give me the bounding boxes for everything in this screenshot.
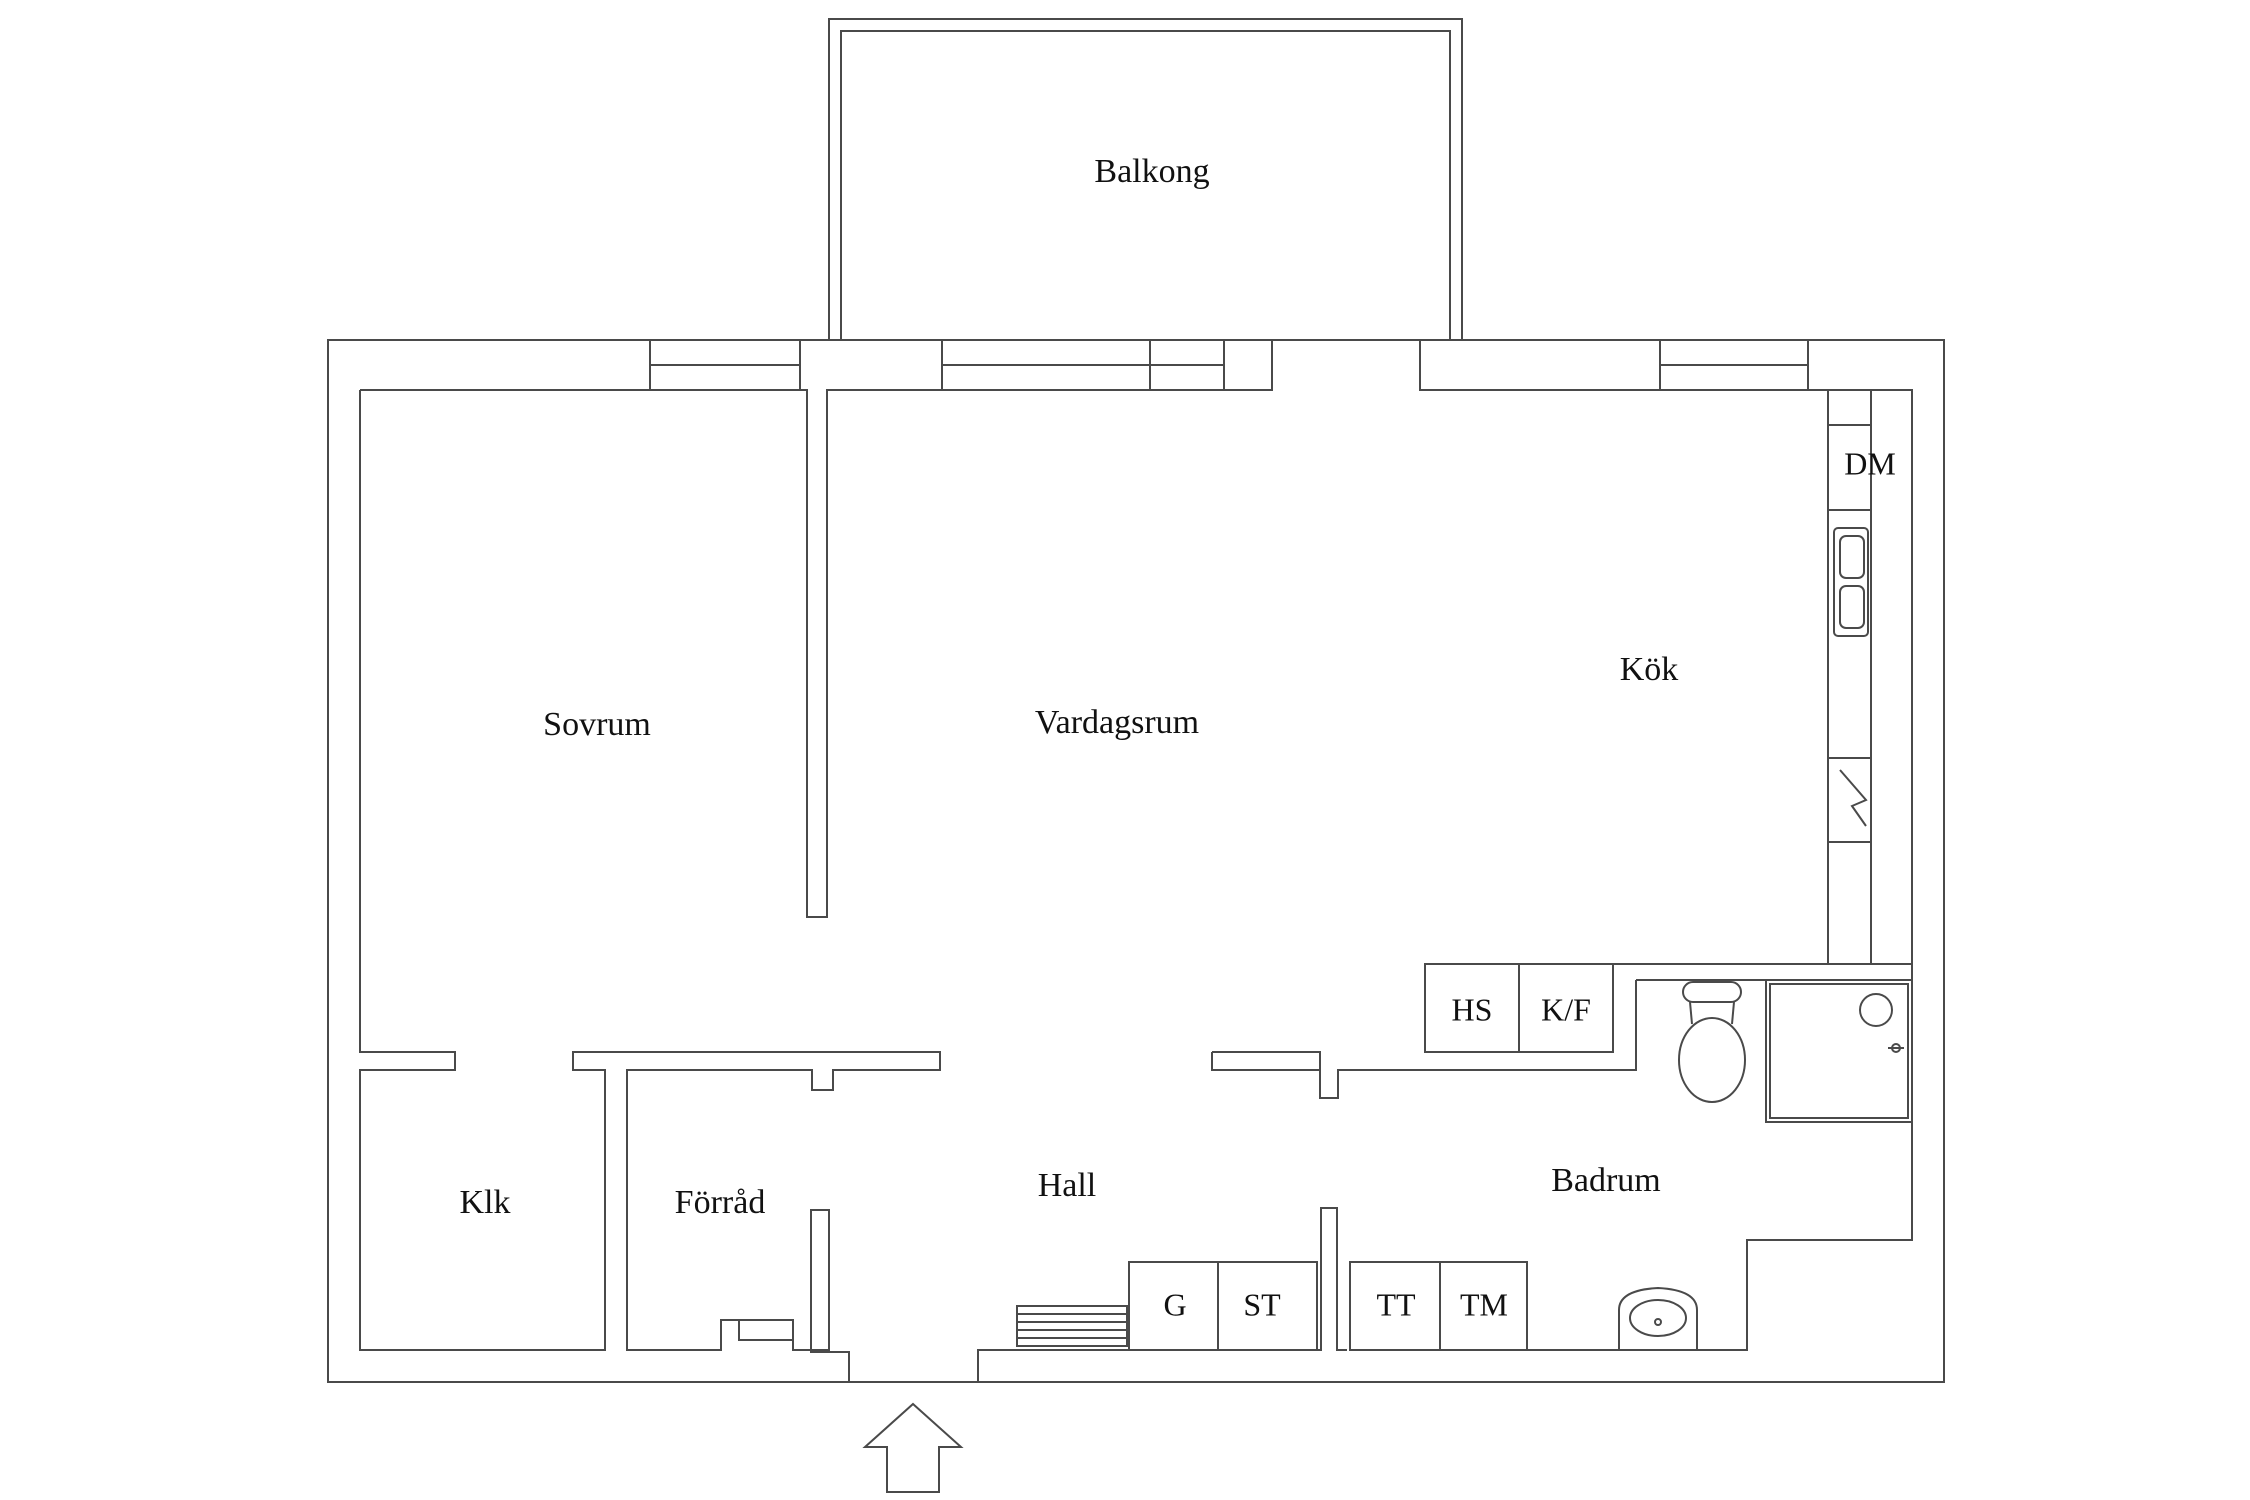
fixture-label-hs: HS — [1452, 991, 1493, 1027]
radiator-icon — [1016, 1305, 1128, 1347]
room-label-living-room: Vardagsrum — [1035, 704, 1199, 741]
laundry-block-tt-tm — [1349, 1261, 1528, 1351]
shower-icon — [1765, 979, 1913, 1123]
room-label-hall: Hall — [1038, 1167, 1097, 1204]
entrance-arrow-icon — [862, 1402, 964, 1493]
closet-block-g-st — [1128, 1261, 1318, 1351]
double-sink-icon — [1833, 527, 1869, 637]
room-label-kitchen: Kök — [1620, 651, 1679, 688]
room-label-walk-in-closet: Klk — [460, 1184, 511, 1221]
fixture-label-st: ST — [1243, 1286, 1281, 1322]
storage-shelf — [738, 1319, 794, 1341]
windows — [649, 339, 1809, 391]
outer-walls — [327, 339, 1945, 1383]
fixture-label-g: G — [1163, 1286, 1186, 1322]
room-label-balcony: Balkong — [1094, 153, 1209, 190]
sink-icon — [1618, 1286, 1698, 1350]
toilet-icon — [1678, 981, 1746, 1103]
room-label-storage: Förråd — [675, 1184, 766, 1221]
fixture-label-washer: TM — [1460, 1286, 1508, 1322]
fixture-label-dryer: TT — [1376, 1286, 1416, 1322]
room-label-bedroom: Sovrum — [543, 706, 651, 743]
fixture-label-dishwasher: DM — [1844, 445, 1896, 481]
room-label-bathroom: Badrum — [1551, 1162, 1661, 1199]
bathroom-walls — [1613, 963, 1912, 981]
fixture-label-fridge-freezer: K/F — [1541, 991, 1591, 1027]
stove-icon — [1827, 757, 1872, 843]
wardrobe-block-hs-kf — [1424, 963, 1614, 1053]
